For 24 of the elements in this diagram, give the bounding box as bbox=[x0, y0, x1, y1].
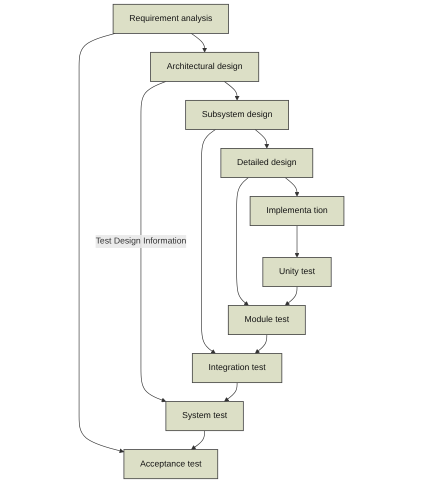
arrow bbox=[294, 225, 300, 258]
arrow bbox=[224, 382, 238, 402]
arrow bbox=[191, 430, 205, 450]
node-box: Acceptance test bbox=[124, 449, 218, 480]
node-box: Implementa tion bbox=[250, 196, 344, 226]
arrow bbox=[201, 129, 216, 354]
node-box: Detailed design bbox=[220, 148, 314, 178]
arrow bbox=[191, 33, 207, 53]
arrow bbox=[254, 334, 268, 354]
node-box: Unity test bbox=[262, 257, 332, 287]
arrow bbox=[236, 177, 249, 306]
arrow bbox=[140, 81, 166, 402]
node-box: Integration test bbox=[192, 353, 282, 384]
edge-label: Test Design Information bbox=[96, 236, 186, 246]
node-box: Architectural design bbox=[150, 52, 260, 82]
arrow bbox=[254, 129, 270, 149]
node-box: Module test bbox=[228, 305, 306, 335]
node-box: System test bbox=[165, 401, 244, 432]
node-box: Requirement analysis bbox=[112, 4, 229, 34]
arrow bbox=[224, 81, 240, 101]
node-box: Subsystem design bbox=[185, 100, 289, 130]
arrow bbox=[78, 33, 124, 454]
arrow bbox=[284, 177, 300, 197]
arrow bbox=[284, 286, 298, 306]
